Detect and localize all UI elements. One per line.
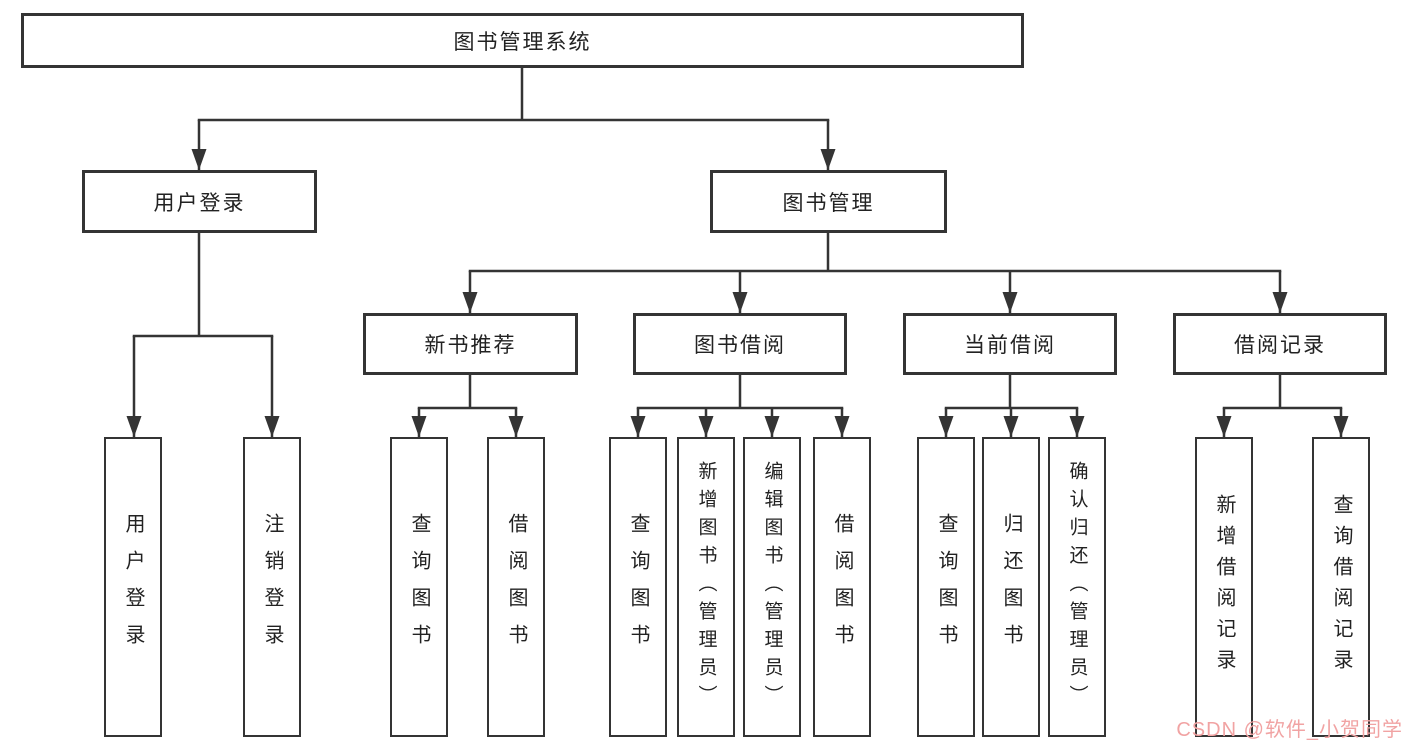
connector-book-borrowing-to-leaves [630,375,850,437]
csdn-watermark: CSDN @软件_小贺同学 [1176,719,1403,741]
leaf-add-borrow-record: 新增借阅记录 [1195,437,1253,737]
connector-user-login-to-leaves [126,233,280,437]
connector-book-management-to-level3 [462,233,1288,313]
leaf-borrow-books-recommend: 借阅图书 [487,437,545,737]
leaf-edit-books-admin: 编辑图书（管理员） [743,437,801,737]
leaf-query-books-borrowing: 查询图书 [609,437,667,737]
node-borrowing-records: 借阅记录 [1173,313,1387,375]
leaf-borrow-books: 借阅图书 [813,437,871,737]
node-book-management: 图书管理 [710,170,947,233]
node-new-book-recommendation: 新书推荐 [363,313,578,375]
node-user-login: 用户登录 [82,170,317,233]
connector-borrowing-records-to-leaves [1216,375,1349,437]
leaf-return-books: 归还图书 [982,437,1040,737]
leaf-logout: 注销登录 [243,437,301,737]
leaf-user-login: 用户登录 [104,437,162,737]
leaf-query-borrow-record: 查询借阅记录 [1312,437,1370,737]
node-book-borrowing: 图书借阅 [633,313,847,375]
leaf-add-books-admin: 新增图书（管理员） [677,437,735,737]
leaf-query-books-recommend: 查询图书 [390,437,448,737]
leaf-confirm-return-admin: 确认归还（管理员） [1048,437,1106,737]
connector-current-borrowing-to-leaves [938,375,1085,437]
connector-new-book-recommendation-to-leaves [411,375,524,437]
leaf-query-books-current: 查询图书 [917,437,975,737]
node-library-management-system: 图书管理系统 [21,13,1024,68]
node-current-borrowing: 当前借阅 [903,313,1117,375]
connector-root-to-level2 [191,68,836,170]
